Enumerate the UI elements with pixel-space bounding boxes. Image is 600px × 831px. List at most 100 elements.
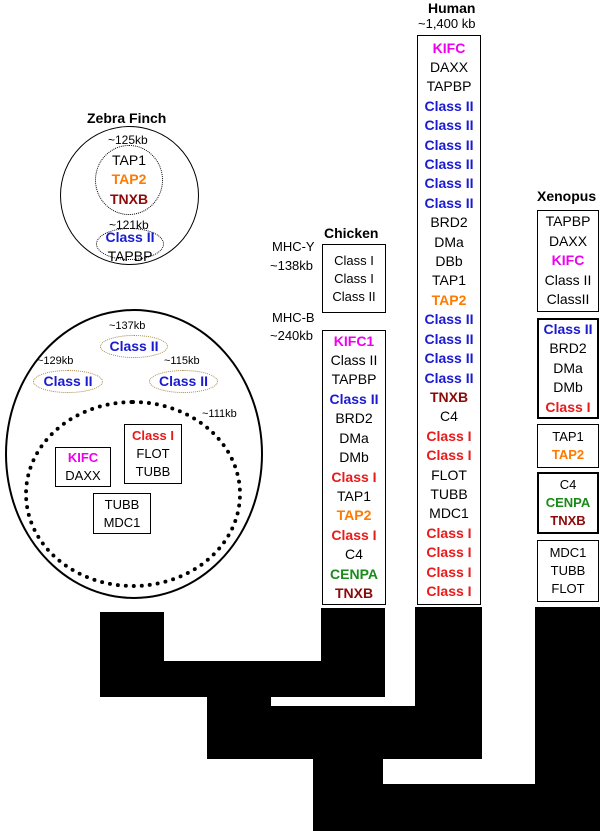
gene-tapbp: TAPBP [426, 78, 472, 95]
gene-class-i: Class I [545, 398, 591, 415]
gene-kifc: KIFC [551, 252, 585, 269]
size-111kb: ~111kb [202, 408, 237, 420]
gene-dma: DMa [339, 429, 369, 446]
gene-tap1: TAP1 [337, 487, 371, 504]
gene-mdc1: MDC1 [429, 505, 469, 522]
gene-class-ii: Class II [544, 271, 592, 288]
gene-class-ii: Class II [332, 288, 376, 304]
gene-class-ii: Class II [424, 369, 474, 386]
mhc-b-label: MHC-B [272, 310, 315, 325]
gene-mdc1: MDC1 [549, 545, 587, 560]
gene-brd2: BRD2 [335, 410, 373, 427]
zebra-finch-upper-dotted-region [95, 145, 163, 215]
class-ii-gene: Class II [43, 372, 93, 389]
gene-class-ii: Class II [424, 97, 474, 114]
gene-class-i: Class I [426, 447, 472, 464]
gene-dma: DMa [434, 233, 464, 250]
gene-tap2: TAP2 [551, 447, 585, 462]
gene-tap1: TAP1 [552, 429, 584, 444]
gene-dmb: DMb [553, 379, 583, 396]
gene-class-i: Class I [334, 270, 374, 286]
gene-tnxb: TNXB [429, 388, 469, 405]
gene-class-ii: Class II [105, 229, 155, 245]
gene-flot: FLOT [551, 581, 585, 596]
mhc-y-label: MHC-Y [272, 239, 315, 254]
gene-dbb: DBb [435, 253, 463, 270]
gene-cenpa: CENPA [545, 495, 591, 510]
xenopus-title: Xenopus [537, 188, 597, 204]
gene-class-i: Class I [334, 252, 374, 268]
gene-brd2: BRD2 [430, 214, 468, 231]
gene-tubb: TUBB [430, 485, 468, 502]
chicken-title: Chicken [324, 225, 379, 241]
human-mhc-box: KIFC DAXX TAPBP Class II Class II Class II Cla… [417, 35, 481, 605]
111kb-dotted-region [24, 400, 242, 588]
gene-class-i: Class I [426, 544, 472, 561]
gene-kifc1: KIFC1 [333, 332, 375, 349]
gene-class-i: Class I [331, 526, 377, 543]
gene-flot: FLOT [136, 446, 170, 461]
human-size: ~1,400 kb [418, 16, 476, 31]
gene-tnxb: TNXB [109, 190, 149, 207]
gene-tnxb: TNXB [334, 584, 374, 601]
chicken-mhc-y-box: Class I Class I Class II [322, 244, 386, 313]
size-115kb: ~115kb [164, 355, 200, 367]
gene-class-ii: Class II [424, 194, 474, 211]
gene-tap1: TAP1 [432, 272, 466, 289]
class-ii-region-right: Class II [149, 370, 218, 393]
gene-tapbp: TAPBP [331, 371, 377, 388]
gene-tubb: TUBB [135, 464, 171, 479]
gene-class-i: Class I [331, 468, 377, 485]
class-ii-gene: Class II [158, 372, 209, 389]
zebra-finch-upper-size: ~125kb [108, 133, 148, 147]
gene-mdc1: MDC1 [103, 514, 141, 530]
gene-class-ii: Class II [424, 136, 474, 153]
gene-daxx: DAXX [65, 468, 101, 483]
gene-class-ii: Class II [543, 320, 593, 337]
gene-class-i: Class I [426, 524, 472, 541]
gene-class-ii: Class II [424, 117, 474, 134]
zebra-finch-lower-dotted-region [96, 228, 164, 260]
gene-c4: C4 [559, 477, 577, 492]
gene-class-ii: Class II [330, 352, 378, 369]
branch-amniote-stem [313, 759, 383, 784]
gene-class-i: Class I [426, 427, 472, 444]
gene-class-ii: Class II [329, 390, 379, 407]
gene-class-i: Class I [132, 428, 174, 443]
gene-c4: C4 [440, 408, 458, 425]
gene-daxx: DAXX [548, 232, 588, 249]
gene-c4: C4 [345, 546, 363, 563]
gene-class-ii: Class II [424, 350, 474, 367]
gene-tnxb: TNXB [550, 513, 586, 528]
zebra-finch-lower-size: ~121kb [109, 218, 149, 232]
mhc-y-size: ~138kb [270, 258, 314, 273]
gene-tubb: TUBB [104, 496, 140, 512]
gene-cenpa: CENPA [330, 565, 378, 582]
gene-daxx: DAXX [429, 59, 469, 76]
class-ii-gene: Class II [109, 337, 159, 354]
gene-classii: ClassII [546, 291, 590, 308]
class-ii-region-top: Class II [100, 335, 168, 358]
class-ii-region-left: Class II [33, 370, 103, 393]
tubb-mdc1-box: TUBB MDC1 [93, 493, 151, 534]
gene-tap1: TAP1 [112, 152, 146, 168]
size-129kb: ~129kb [37, 355, 74, 367]
gene-brd2: BRD2 [549, 340, 587, 357]
gene-class-ii: Class II [424, 156, 474, 173]
gene-tap2: TAP2 [336, 507, 372, 524]
gene-tubb: TUBB [550, 563, 586, 578]
size-137kb: ~137kb [109, 320, 146, 332]
gene-tapbp: TAPBP [107, 248, 153, 265]
gene-class-ii: Class II [424, 311, 474, 328]
gene-kifc: KIFC [432, 39, 466, 56]
gene-class-i: Class I [426, 563, 472, 580]
branch-chicken-stem [321, 608, 385, 661]
